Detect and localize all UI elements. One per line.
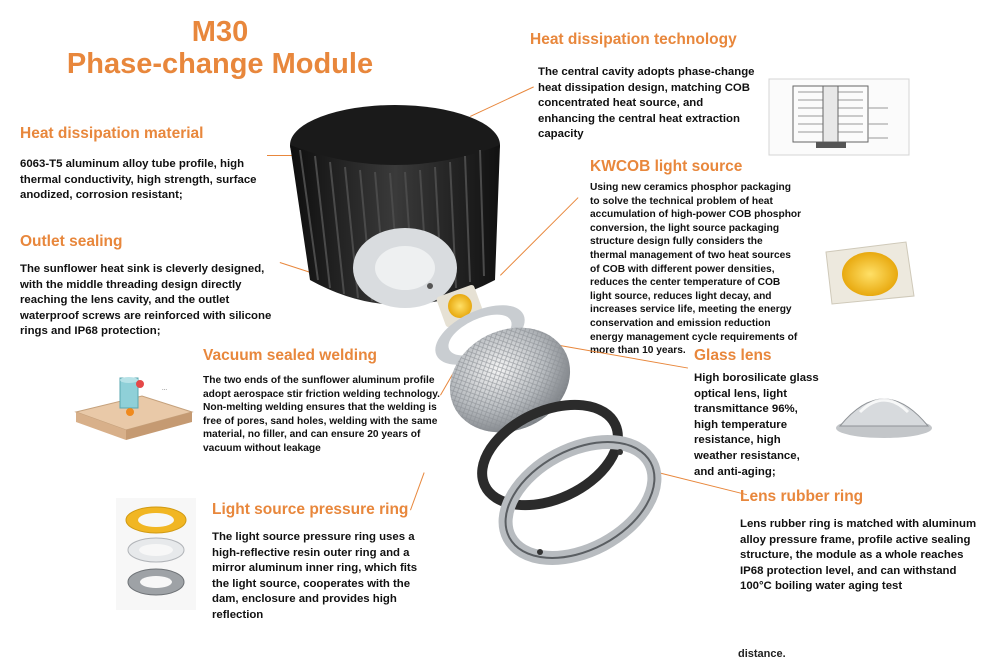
title-line-1: M30 [191,16,249,48]
heading-glass-lens: Glass lens [694,347,772,364]
cob-chip-thumbnail [825,241,915,305]
body-light-source-pressure-ring: The light source pressure ring uses a hi… [212,531,418,621]
body-outlet-sealing: The sunflower heat sink is cleverly desi… [20,263,272,338]
clipped-text-fragment: distance. [738,648,786,660]
body-glass-lens: High borosilicate glass optical lens, li… [694,372,819,478]
welding-diagram-thumbnail: ... [74,377,194,440]
glass-lens-thumbnail [836,398,932,438]
heading-vacuum-sealed-welding: Vacuum sealed welding [203,347,378,364]
heading-kwcob-light-source: KWCOB light source [590,158,743,175]
heading-outlet-sealing: Outlet sealing [20,233,123,250]
sunflower-heatsink [290,105,500,308]
pressure-ring-parts-thumbnail [116,498,196,610]
aluminum-pressure-frame [498,435,662,565]
body-kwcob-light-source: Using new ceramics phosphor packaging to… [590,182,802,357]
heading-lens-rubber-ring: Lens rubber ring [740,488,864,505]
heading-light-source-pressure-ring: Light source pressure ring [212,501,409,518]
rubber-ring [477,399,623,511]
body-lens-rubber-ring: Lens rubber ring is matched with aluminu… [740,518,977,593]
heat-dissipation-diagram-thumbnail [768,78,910,156]
exploded-product-illustration [290,105,662,565]
heading-heat-dissipation-material: Heat dissipation material [20,125,204,142]
heading-heat-dissipation-technology: Heat dissipation technology [530,31,737,48]
product-title: M30 Phase-change Module [40,16,400,80]
body-heat-dissipation-technology: The central cavity adopts phase-change h… [538,66,755,141]
title-line-2: Phase-change Module [66,48,374,80]
body-vacuum-sealed-welding: The two ends of the sunflower aluminum p… [203,375,440,454]
svg-text:...: ... [162,386,167,392]
body-heat-dissipation-material: 6063-T5 aluminum alloy tube profile, hig… [20,158,257,202]
